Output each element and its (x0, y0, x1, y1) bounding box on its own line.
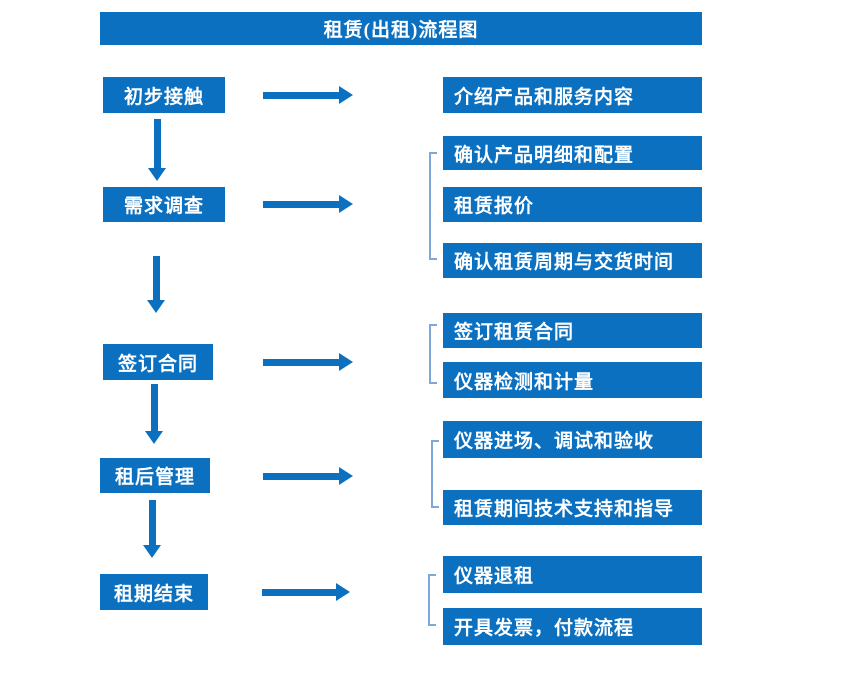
arrow-head (147, 300, 165, 313)
arrow-right-icon (263, 86, 353, 104)
arrow-head (336, 583, 350, 601)
arrow-right-icon (262, 583, 350, 601)
arrow-head (339, 195, 353, 213)
arrow-down-icon (147, 256, 165, 313)
arrow-right-icon (263, 467, 353, 485)
output-box: 租赁报价 (443, 187, 702, 222)
output-box: 介绍产品和服务内容 (443, 77, 702, 113)
arrow-right-icon (263, 353, 353, 371)
arrow-down-icon (145, 384, 163, 444)
arrow-head (339, 86, 353, 104)
arrow-shaft (263, 359, 340, 366)
arrow-head (339, 467, 353, 485)
step-box-post-rental-management: 租后管理 (100, 458, 210, 493)
group-bracket-icon (429, 152, 437, 260)
arrow-shaft (151, 384, 158, 432)
arrow-head (339, 353, 353, 371)
step-box-initial-contact: 初步接触 (103, 77, 225, 113)
arrow-shaft (263, 92, 340, 99)
step-box-needs-survey: 需求调查 (103, 187, 225, 222)
output-box: 确认产品明细和配置 (443, 136, 702, 170)
output-box: 开具发票，付款流程 (443, 608, 702, 645)
arrow-shaft (263, 473, 340, 480)
arrow-shaft (262, 589, 337, 596)
arrow-head (148, 168, 166, 181)
flowchart-title: 租赁(出租)流程图 (100, 12, 702, 45)
arrow-shaft (149, 500, 156, 546)
arrow-down-icon (143, 500, 161, 558)
arrow-head (145, 431, 163, 444)
step-box-sign-contract: 签订合同 (103, 344, 213, 380)
arrow-right-icon (263, 195, 353, 213)
arrow-shaft (153, 256, 160, 301)
output-box: 租赁期间技术支持和指导 (443, 490, 702, 525)
group-bracket-icon (431, 440, 439, 508)
arrow-shaft (263, 201, 340, 208)
arrow-shaft (154, 119, 161, 169)
arrow-head (143, 545, 161, 558)
output-box: 仪器检测和计量 (443, 362, 702, 398)
step-box-rental-period-end: 租期结束 (100, 574, 208, 610)
output-box: 确认租赁周期与交货时间 (443, 243, 702, 278)
group-bracket-icon (429, 324, 437, 384)
output-box: 仪器退租 (443, 556, 702, 593)
group-bracket-icon (428, 574, 436, 626)
arrow-down-icon (148, 119, 166, 181)
output-box: 仪器进场、调试和验收 (443, 421, 702, 458)
output-box: 签订租赁合同 (443, 313, 702, 348)
